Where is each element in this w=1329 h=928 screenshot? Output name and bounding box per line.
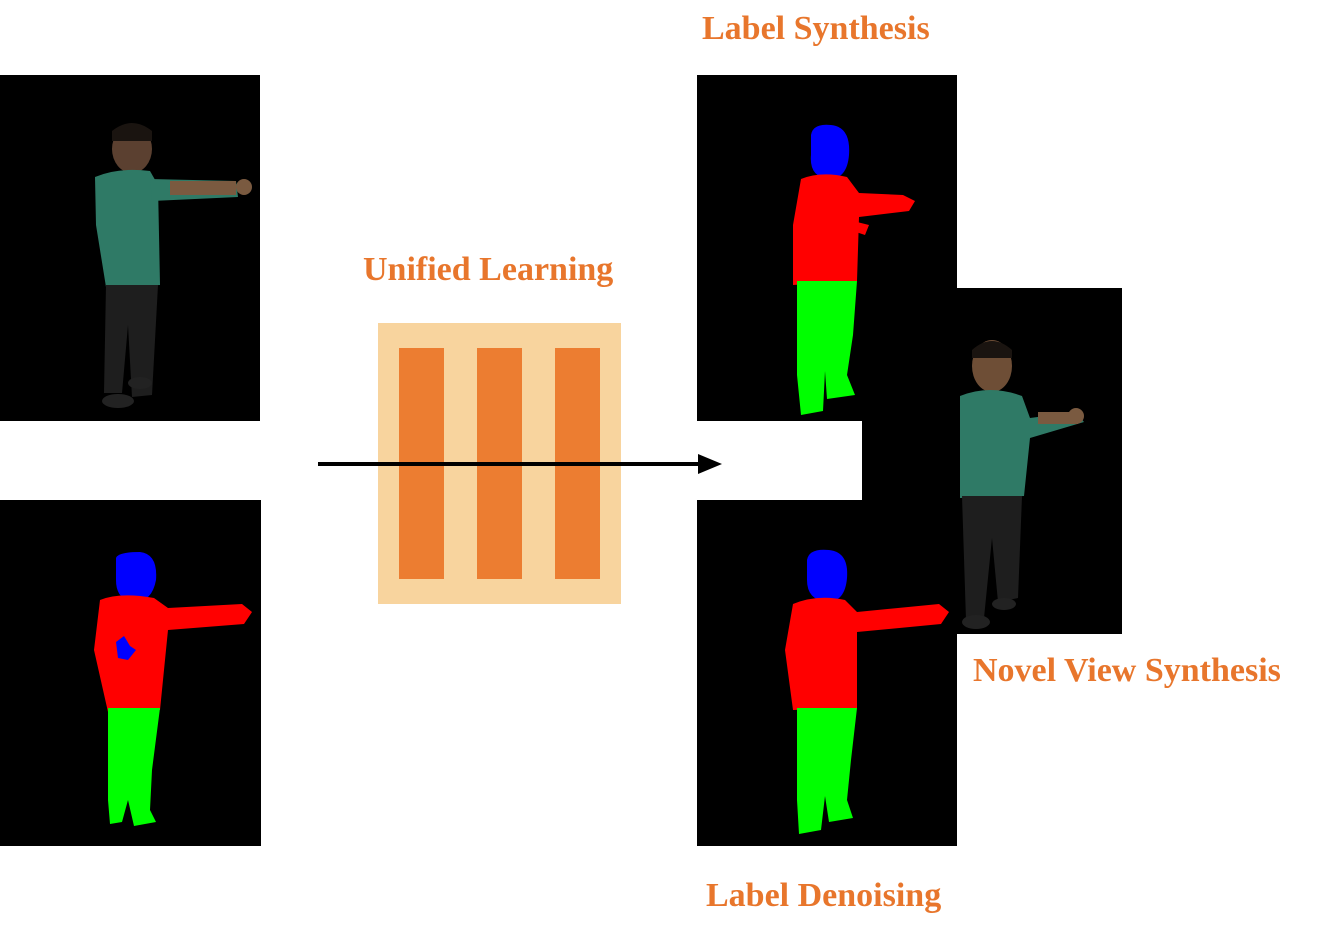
- person-segmentation-synthesis: [793, 124, 915, 415]
- label-synthesis-title: Label Synthesis: [702, 10, 930, 47]
- unified-learning-label: Unified Learning: [363, 251, 614, 288]
- input-label-map: [0, 500, 261, 846]
- output-label-denoising: [697, 500, 957, 846]
- label-denoising-title: Label Denoising: [706, 877, 942, 914]
- person-segmentation-denoised: [785, 549, 949, 834]
- input-rgb-image: [0, 75, 260, 421]
- person-rgb-novel-view: [960, 340, 1084, 629]
- flow-arrow: [318, 454, 722, 474]
- novel-view-synthesis-title: Novel View Synthesis: [973, 652, 1281, 689]
- person-segmentation-noisy: [94, 552, 252, 826]
- person-rgb-figure: [95, 123, 252, 408]
